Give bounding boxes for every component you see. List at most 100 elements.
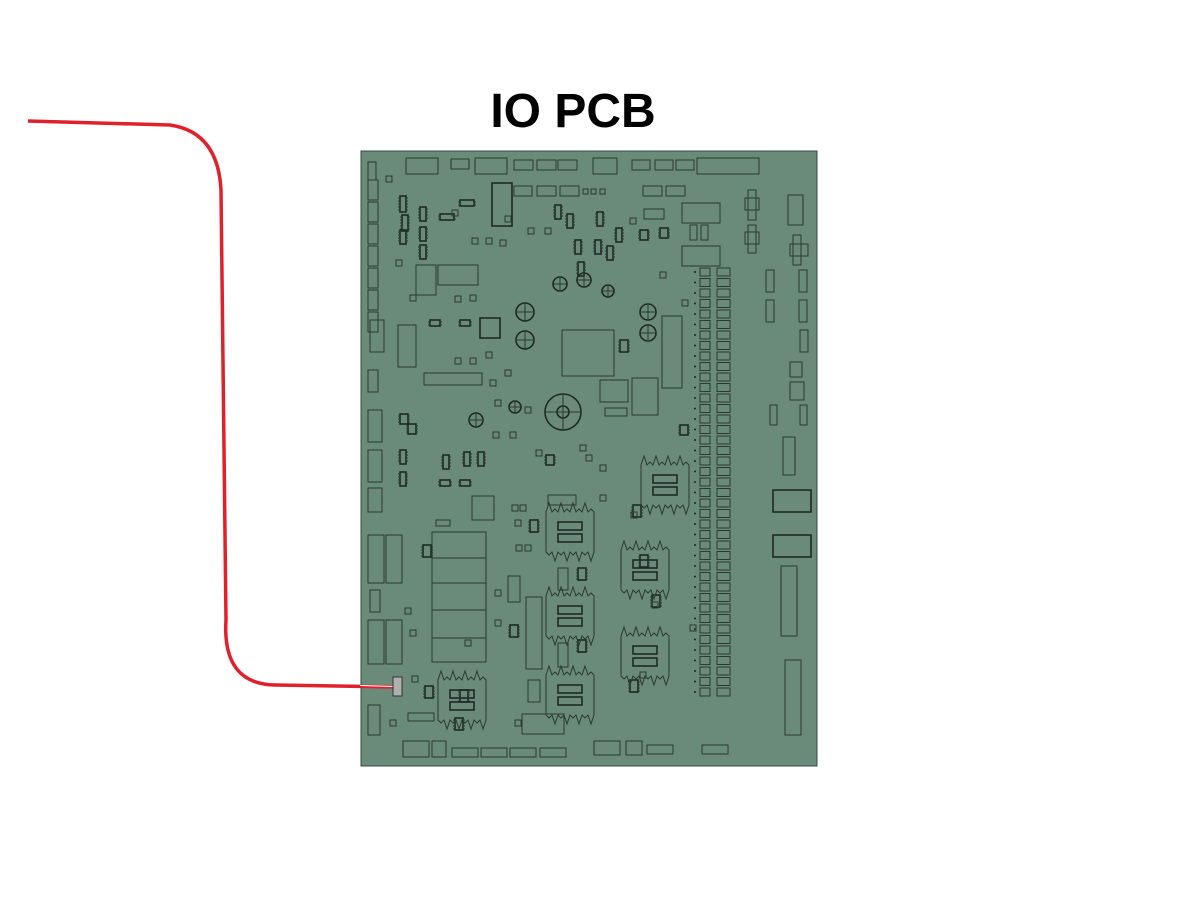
pcb-pad [389, 719, 397, 727]
pcb-pad [459, 199, 475, 207]
pcb-pad [557, 567, 569, 591]
pcb-pad [435, 519, 451, 527]
pcb-pad [699, 561, 711, 571]
pcb-pad [385, 175, 393, 183]
pcb-pad [665, 185, 686, 197]
pcb-pad [632, 657, 658, 667]
pcb-pad [631, 159, 651, 171]
pcb-pad [515, 544, 523, 552]
pcb-pad [699, 677, 711, 686]
pcb-pad [557, 684, 583, 694]
pcb-board [360, 150, 818, 767]
pcb-pad [524, 544, 532, 552]
pcb-pad [449, 689, 475, 699]
pcb-pad [463, 451, 471, 467]
pcb-pad [367, 369, 379, 393]
pcb-pad [529, 519, 539, 533]
pcb-pad [474, 157, 508, 175]
pcb-pad [631, 377, 659, 416]
pcb-pad [593, 740, 621, 756]
pcb-pad [716, 435, 731, 445]
pcb-pad [367, 704, 381, 736]
pcb-pad [716, 320, 731, 329]
pcb-pad [747, 224, 757, 254]
pcb-pad [431, 531, 487, 663]
pcb-pad [395, 259, 403, 267]
pcb-pad [799, 404, 808, 426]
pcb-pad [527, 227, 535, 235]
pcb-pad [557, 642, 569, 668]
pcb-pad [744, 231, 760, 245]
pcb-pad [699, 572, 711, 581]
pcb-pad [699, 582, 711, 592]
pcb-pad [404, 607, 412, 615]
pcb-pad [599, 494, 607, 502]
pcb-heatsink [620, 539, 670, 601]
pcb-pad [606, 245, 614, 261]
pcb-pad [716, 404, 731, 413]
pcb-pad [594, 239, 602, 255]
pcb-pad [716, 530, 731, 539]
pcb-pad [590, 188, 597, 195]
pcb-pad [716, 414, 731, 424]
pcb-pad [539, 747, 567, 758]
pcb-pad [409, 294, 417, 302]
pcb-pad [524, 406, 532, 414]
pcb-pad [699, 383, 711, 392]
pcb-heatsink [437, 669, 487, 731]
pcb-pad [699, 309, 711, 319]
pcb-pad [699, 330, 711, 340]
pcb-pad [716, 572, 731, 581]
pcb-pad [557, 521, 583, 531]
pcb-pad [411, 675, 419, 683]
pcb-pad [716, 267, 731, 277]
pcb-pad [554, 204, 562, 220]
pcb-pad [577, 567, 587, 581]
diagram-title: IO PCB [490, 85, 656, 138]
pcb-pad [451, 747, 479, 758]
pcb-pad [716, 362, 731, 371]
pcb-pad [787, 194, 804, 226]
pcb-pad [399, 229, 407, 245]
pcb-pad [489, 379, 497, 387]
pcb-pad [544, 227, 552, 235]
pcb-pad [701, 744, 729, 755]
pcb-pad [431, 740, 447, 758]
pcb-heatsink [620, 625, 670, 687]
pcb-pad [699, 372, 711, 382]
pcb-heatsink [640, 454, 690, 516]
pcb-pad [716, 288, 731, 298]
pcb-pad [557, 696, 583, 706]
pcb-pad [789, 381, 805, 401]
pcb-pad [689, 224, 698, 241]
pcb-pad [419, 226, 427, 242]
pcb-pad [699, 666, 711, 676]
pcb-pad [511, 504, 519, 512]
pcb-pad [699, 393, 711, 403]
pcb-pad [471, 495, 495, 521]
pcb-pad [699, 299, 711, 308]
pcb-pad [699, 267, 711, 277]
pcb-pad [557, 533, 583, 543]
pcb-pad [716, 278, 731, 287]
pcb-pad [716, 477, 731, 487]
pcb-pad [494, 399, 502, 407]
pcb-pad [789, 243, 809, 257]
pcb-pad [716, 645, 731, 655]
pcb-pad [699, 519, 711, 529]
pcb-pad [699, 425, 711, 434]
pcb-pad [716, 351, 731, 361]
pcb-pad [494, 589, 502, 597]
pcb-pad [699, 509, 711, 518]
pcb-pad [699, 614, 711, 623]
pcb-pad [689, 624, 697, 632]
pcb-pad [557, 605, 583, 615]
pcb-pad [716, 341, 731, 350]
red-wire-highlight [359, 685, 396, 687]
pcb-pad [716, 603, 731, 613]
pcb-pad [615, 227, 623, 243]
pcb-pad [769, 404, 778, 426]
pcb-pad [699, 477, 711, 487]
pcb-pad [699, 288, 711, 298]
